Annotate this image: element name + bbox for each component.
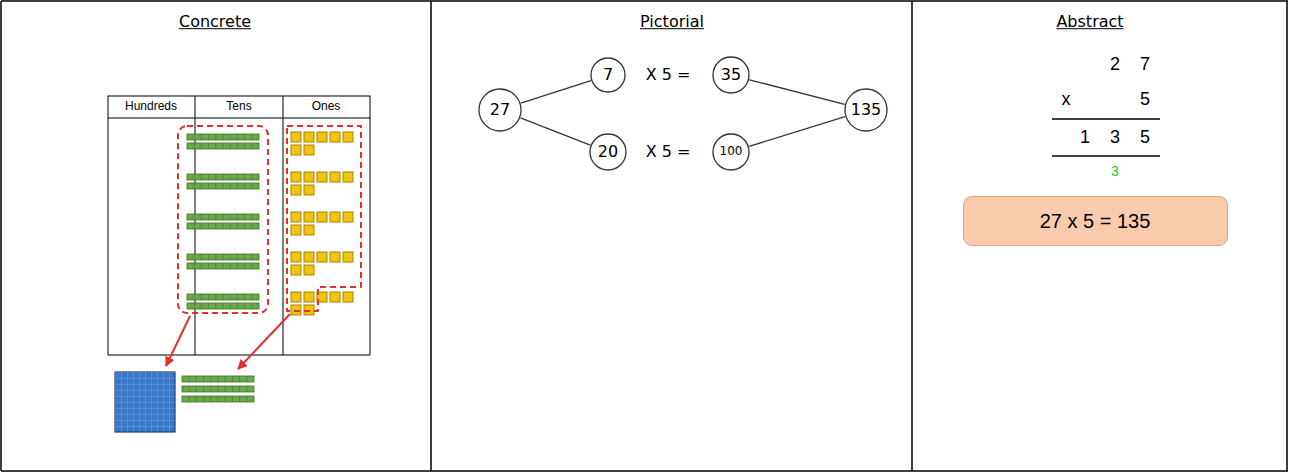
chart-frame xyxy=(108,96,370,355)
hundred-flat xyxy=(115,372,175,432)
exchanged-tens xyxy=(182,376,254,402)
operator: x xyxy=(1062,90,1071,110)
digit: 1 xyxy=(1080,128,1090,148)
digit: 3 xyxy=(1110,128,1120,148)
circle-number: 35 xyxy=(721,66,741,84)
circle-number: 7 xyxy=(603,66,613,84)
exchange-arrow xyxy=(238,314,290,369)
circle-shape xyxy=(590,134,626,170)
circle-number: 100 xyxy=(720,145,743,158)
place-value-heading: Ones xyxy=(312,100,341,113)
circle-shape xyxy=(713,134,749,170)
table-line xyxy=(1286,1,1288,471)
table-line xyxy=(1,470,1288,472)
multiply-text: X 5 = xyxy=(646,143,691,161)
tens-rods xyxy=(187,134,259,309)
circle-shape xyxy=(479,89,521,131)
table-line xyxy=(0,1,2,471)
sum-line xyxy=(1052,155,1160,157)
dashed-group xyxy=(287,126,361,311)
digit: 5 xyxy=(1140,128,1150,148)
connector-line xyxy=(521,81,591,104)
circle-shape xyxy=(845,89,887,131)
number-circle: 27 xyxy=(478,88,522,132)
place-value-heading: Hundreds xyxy=(125,100,177,113)
circle-shape xyxy=(713,57,749,93)
chart-line xyxy=(283,96,284,355)
exchange-arrow xyxy=(166,316,190,366)
circle-number: 27 xyxy=(490,101,510,119)
digit: 2 xyxy=(1110,55,1120,75)
digit: 7 xyxy=(1140,55,1150,75)
dashed-group xyxy=(178,126,268,313)
place-value-heading: Tens xyxy=(226,100,251,113)
number-circle: 20 xyxy=(589,133,627,171)
hundred-grid xyxy=(115,372,175,432)
table-line xyxy=(430,1,432,471)
column-heading: Concrete xyxy=(179,13,251,31)
circle-number: 135 xyxy=(851,101,882,119)
place-value-chart xyxy=(108,96,370,355)
result-text: 27 x 5 = 135 xyxy=(1040,210,1151,232)
number-circle: 135 xyxy=(844,88,888,132)
circle-number: 20 xyxy=(598,143,618,161)
multiply-text: X 5 = xyxy=(646,66,691,84)
connector-line xyxy=(749,80,844,105)
number-circle: 7 xyxy=(590,57,626,93)
connector-line xyxy=(521,118,591,145)
number-circle: 100 xyxy=(712,133,750,171)
sum-line xyxy=(1052,118,1160,120)
connector-line xyxy=(749,117,845,147)
table-line xyxy=(911,1,913,471)
digit: 5 xyxy=(1140,90,1150,110)
chart-line xyxy=(108,118,370,119)
result-box: 27 x 5 = 135 xyxy=(963,196,1228,246)
column-heading: Pictorial xyxy=(640,13,704,31)
circle-shape xyxy=(591,58,625,92)
column-heading: Abstract xyxy=(1056,13,1123,31)
table-line xyxy=(1,0,1288,2)
carry-digit: 3 xyxy=(1111,164,1119,179)
number-circle: 35 xyxy=(712,56,750,94)
